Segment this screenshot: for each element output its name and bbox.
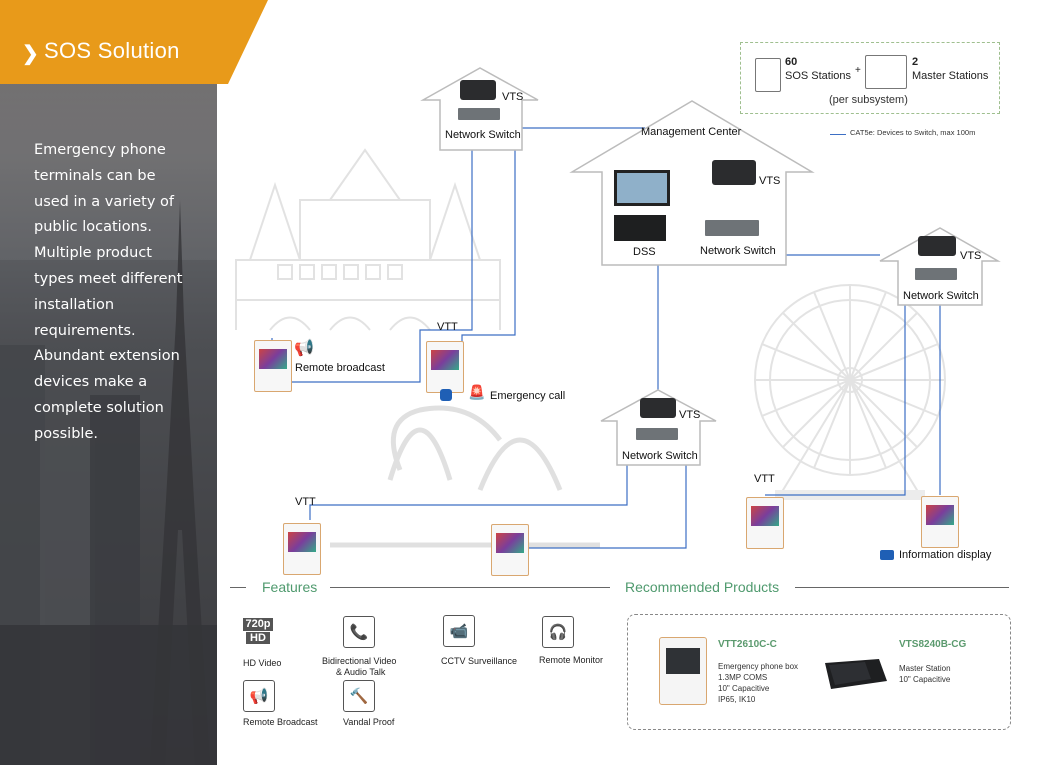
house-right-switch — [879, 227, 1001, 306]
vtt-label: VTT — [295, 496, 316, 508]
vtt-terminal — [491, 524, 529, 576]
megaphone-icon: 📢 — [294, 340, 314, 357]
headset-icon: 🎧 — [542, 616, 574, 648]
plus-sign: + — [855, 65, 861, 76]
vtt-terminal — [283, 523, 321, 575]
dss-server — [614, 215, 666, 241]
chevron-right-icon: ❯ — [22, 43, 39, 65]
title-banner — [0, 0, 268, 84]
hd-720p-icon: 720p HD — [243, 616, 273, 646]
recommended-products-box: VTT2610C-C Emergency phone box 1.3MP COM… — [627, 614, 1011, 730]
roller-coaster-sketch — [330, 405, 600, 548]
vandal-proof-icon: 🔨 — [343, 680, 375, 712]
information-display-label: Information display — [899, 549, 992, 561]
subsystem-note: (per subsystem) — [829, 94, 908, 106]
products-rule — [795, 587, 1009, 588]
sos-label: SOS Stations — [785, 70, 852, 82]
remote-broadcast-label: Remote broadcast — [295, 362, 385, 374]
vtt-label: VTT — [754, 473, 775, 485]
network-switch-device — [458, 108, 957, 440]
network-switch-label: Network Switch — [903, 290, 979, 302]
dss-label: DSS — [633, 246, 656, 258]
management-center-label: Management Center — [641, 126, 742, 138]
features-rule — [230, 587, 246, 588]
product-desc-line: 10" Capacitive — [718, 684, 770, 693]
master-station-icon — [865, 55, 907, 89]
solution-description: Emergency phone terminals can be used in… — [34, 142, 183, 442]
feature-label: Remote Broadcast — [243, 717, 318, 727]
emergency-light-icon: 🚨 — [468, 384, 486, 400]
vtt-terminal — [746, 497, 784, 549]
master-label: Master Stations — [912, 70, 989, 82]
recommended-products-heading: Recommended Products — [625, 579, 780, 595]
features-rule — [330, 587, 610, 588]
photo-overlay — [0, 0, 217, 765]
vts-label: VTS — [679, 409, 701, 421]
master-count: 2 — [912, 56, 919, 68]
sos-count: 60 — [785, 56, 798, 68]
call-button-icon — [440, 389, 452, 401]
feature-label: & Audio Talk — [336, 667, 386, 677]
hd-badge-top: 720p — [243, 618, 273, 631]
castle-sketch — [235, 148, 501, 331]
product-desc-line: Emergency phone box — [718, 662, 799, 671]
sos-station-icon — [755, 58, 781, 92]
eiffel-tower-icon — [150, 200, 210, 765]
product-desc-line: IP65, IK10 — [718, 695, 756, 704]
feature-label: HD Video — [243, 658, 282, 668]
building — [0, 625, 217, 765]
vtt2610c-product-image — [659, 637, 707, 705]
vtt-label: VTT — [437, 321, 458, 333]
feature-label: CCTV Surveillance — [441, 656, 518, 666]
cable-legend-note: CAT5e: Devices to Switch, max 100m — [850, 128, 976, 137]
vts-label: VTS — [759, 175, 781, 187]
feature-label: Bidirectional Video — [322, 656, 397, 666]
vts8240b-product-image — [825, 659, 887, 689]
vts-master-station — [460, 80, 956, 418]
capacity-legend: 60 SOS Stations + 2 Master Stations (per… — [740, 42, 1000, 114]
vts-label: VTS — [502, 91, 524, 103]
product-name: VTS8240B-CG — [899, 639, 967, 650]
feature-label: Vandal Proof — [343, 717, 395, 727]
cctv-camera-icon: 📹 — [443, 615, 475, 647]
product-name: VTT2610C-C — [718, 639, 777, 650]
vts-label: VTS — [960, 250, 982, 262]
vtt-terminal — [426, 341, 464, 393]
cable-legend-line — [830, 134, 846, 135]
product-desc-line: 10" Capacitive — [899, 675, 951, 684]
ferris-wheel-sketch — [754, 284, 946, 500]
network-switch-label: Network Switch — [445, 129, 521, 141]
display-icon — [880, 550, 894, 560]
cat5e-cables — [271, 127, 941, 549]
phone-talk-icon: 📞 — [343, 616, 375, 648]
page-title: SOS Solution — [44, 38, 180, 63]
network-switch-label: Network Switch — [622, 450, 698, 462]
features-heading: Features — [262, 579, 318, 595]
megaphone-icon: 📢 — [243, 680, 275, 712]
product-desc-line: 1.3MP COMS — [718, 673, 768, 682]
house-middle-switch — [600, 389, 717, 466]
network-diagram — [235, 67, 1001, 549]
emergency-call-label: Emergency call — [490, 390, 566, 402]
product-desc-line: Master Station — [899, 664, 951, 673]
network-switch-label: Network Switch — [700, 245, 776, 257]
vtt-terminal — [254, 340, 292, 392]
feature-label: Remote Monitor — [539, 655, 604, 665]
hd-badge-bottom: HD — [246, 632, 270, 644]
vtt-terminal — [921, 496, 959, 548]
